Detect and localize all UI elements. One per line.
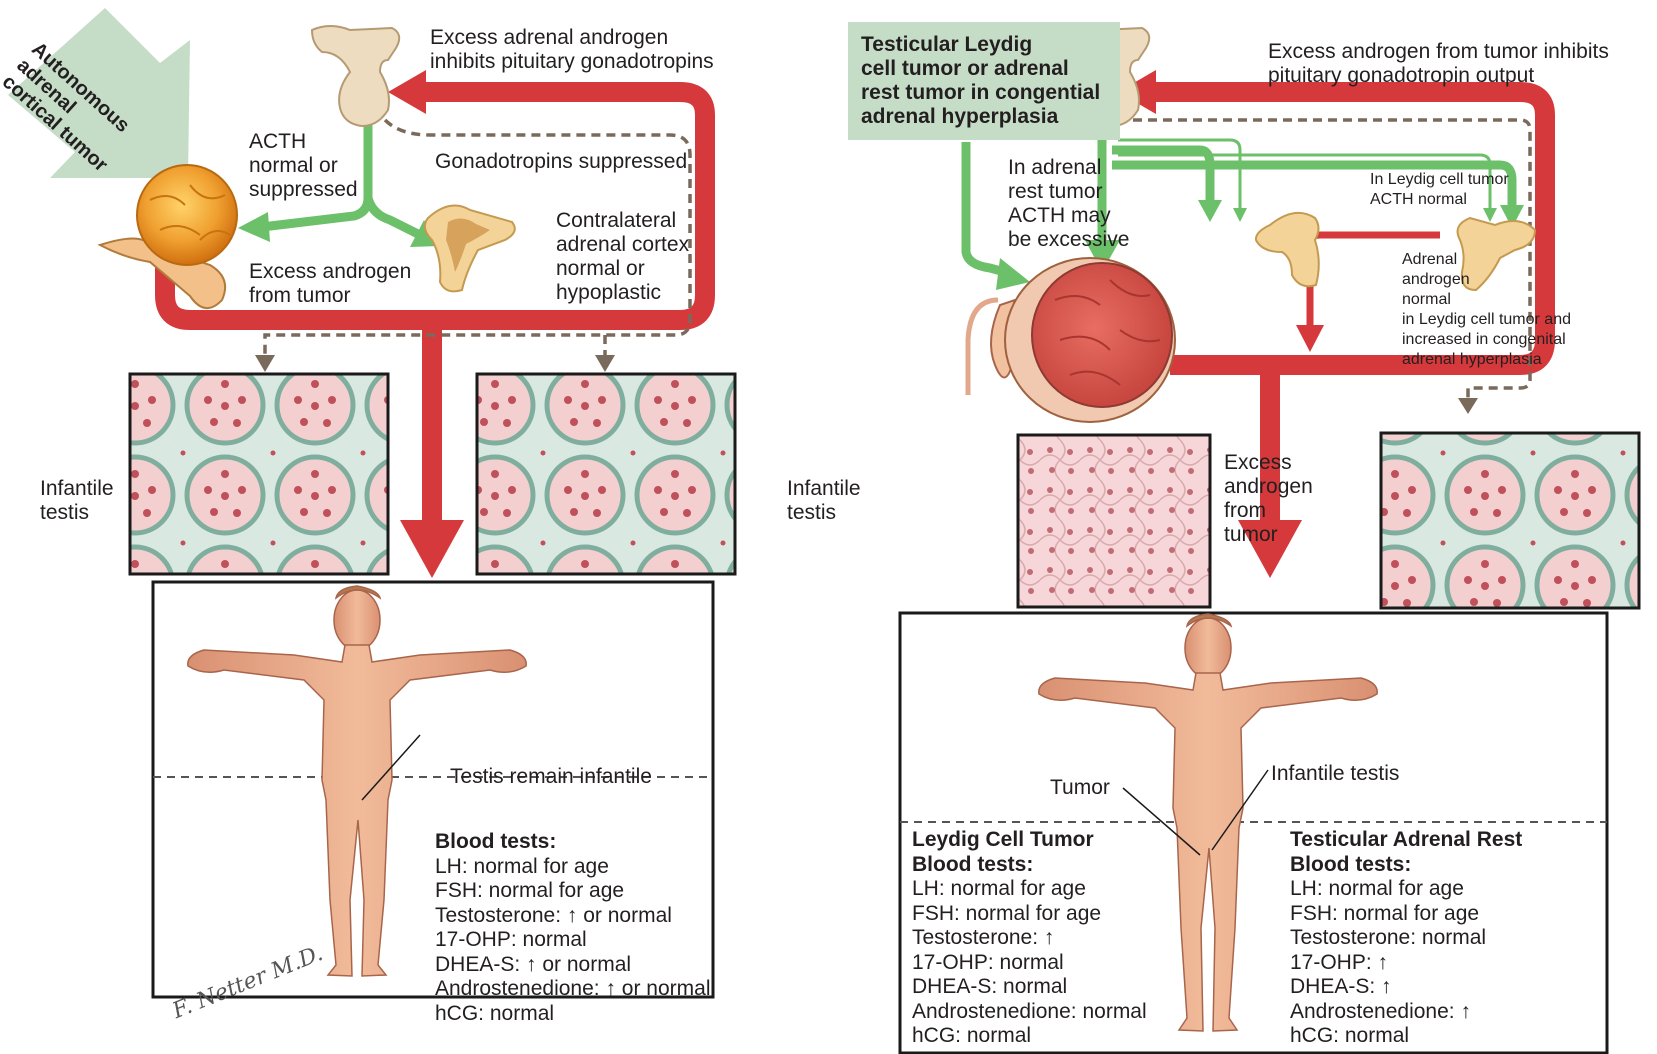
right-rest-test-17ohp: 17-OHP: ↑ (1290, 951, 1522, 976)
left-testis-histology-2 (477, 374, 735, 574)
left-test-dheas: DHEA-S: ↑ or normal (435, 953, 711, 978)
right-leydig-title: Leydig Cell Tumor (912, 828, 1147, 853)
right-rest-test-androstenedione: Androstenedione: ↑ (1290, 1000, 1522, 1025)
right-leydig-acth-label: In Leydig cell tumor ACTH normal (1370, 170, 1509, 210)
right-leydig-test-17ohp: 17-OHP: normal (912, 951, 1147, 976)
left-contralateral-adrenal (425, 206, 515, 292)
right-leydig-subtitle: Blood tests: (912, 853, 1147, 878)
right-rest-title: Testicular Adrenal Rest (1290, 828, 1522, 853)
right-leydig-test-lh: LH: normal for age (912, 877, 1147, 902)
right-tumor-label: Tumor (1050, 776, 1110, 800)
left-red-arrowhead-pituitary (388, 70, 426, 114)
right-green-arrowhead-thin1 (1233, 208, 1247, 222)
left-test-fsh: FSH: normal for age (435, 879, 711, 904)
left-red-arrowhead-down (400, 520, 464, 578)
right-infantile-label: Infantile testis (1271, 762, 1399, 786)
right-green-arrowhead-thin2 (1483, 208, 1497, 222)
left-pituitary-label: Excess adrenal androgen inhibits pituita… (430, 26, 714, 74)
left-test-lh: LH: normal for age (435, 855, 711, 880)
left-test-17ohp: 17-OHP: normal (435, 928, 711, 953)
right-green-arrowhead-testis (996, 258, 1030, 290)
left-infantile-label-2: Infantile testis (787, 477, 861, 525)
left-dashed-arrowhead-1 (255, 355, 275, 372)
left-test-hcg: hCG: normal (435, 1002, 711, 1027)
right-rest-test-fsh: FSH: normal for age (1290, 902, 1522, 927)
left-dashed-arrowhead-2 (595, 355, 615, 372)
right-rest-test-dheas: DHEA-S: ↑ (1290, 975, 1522, 1000)
left-green-arrowhead-tumor (238, 212, 270, 242)
right-adrenal-androgen-arrowhead (1296, 325, 1324, 352)
right-rest-test-lh: LH: normal for age (1290, 877, 1522, 902)
left-acth-label: ACTH normal or suppressed (249, 130, 358, 202)
right-green-arrowhead-adrenal1 (1198, 200, 1222, 222)
right-acth-label: In adrenal rest tumor ACTH may be excess… (1008, 156, 1129, 252)
right-leydig-tests: Leydig Cell Tumor Blood tests: LH: norma… (912, 828, 1147, 1049)
right-adrenal-androgen-label: Adrenal androgen normal in Leydig cell t… (1402, 250, 1571, 370)
left-gonadotropins-label: Gonadotropins suppressed (435, 150, 687, 174)
right-dashed-arrowhead (1458, 398, 1478, 414)
right-excess-androgen-label: Excess androgen from tumor (1224, 451, 1313, 547)
right-pituitary-label: Excess androgen from tumor inhibits pitu… (1268, 40, 1609, 88)
left-excess-androgen-label: Excess androgen from tumor (249, 260, 411, 308)
left-test-testosterone: Testosterone: ↑ or normal (435, 904, 711, 929)
right-leydig-test-fsh: FSH: normal for age (912, 902, 1147, 927)
left-testis-histology-1 (130, 374, 388, 574)
right-leydig-test-testosterone: Testosterone: ↑ (912, 926, 1147, 951)
left-contralateral-label: Contralateral adrenal cortex normal or h… (556, 209, 689, 305)
right-leydig-test-dheas: DHEA-S: normal (912, 975, 1147, 1000)
right-leydig-test-hcg: hCG: normal (912, 1024, 1147, 1049)
left-testis-label: Testis remain infantile (450, 765, 652, 789)
left-test-androstenedione: Androstenedione: ↑ or normal (435, 977, 711, 1002)
right-rest-test-hcg: hCG: normal (1290, 1024, 1522, 1049)
right-rest-test-testosterone: Testosterone: normal (1290, 926, 1522, 951)
right-adrenal-1 (1256, 213, 1319, 286)
right-rest-subtitle: Blood tests: (1290, 853, 1522, 878)
left-pituitary (312, 26, 399, 126)
left-blood-tests: Blood tests: LH: normal for age FSH: nor… (435, 830, 711, 1026)
left-blood-tests-title: Blood tests: (435, 830, 711, 855)
right-tumor-box-label: Testicular Leydig cell tumor or adrenal … (861, 33, 1100, 129)
right-leydig-test-androstenedione: Androstenedione: normal (912, 1000, 1147, 1025)
right-rest-tests: Testicular Adrenal Rest Blood tests: LH:… (1290, 828, 1522, 1049)
left-infantile-label-1: Infantile testis (40, 477, 114, 525)
right-testis-histology (1381, 433, 1639, 608)
right-tumor-histology (1018, 435, 1210, 607)
